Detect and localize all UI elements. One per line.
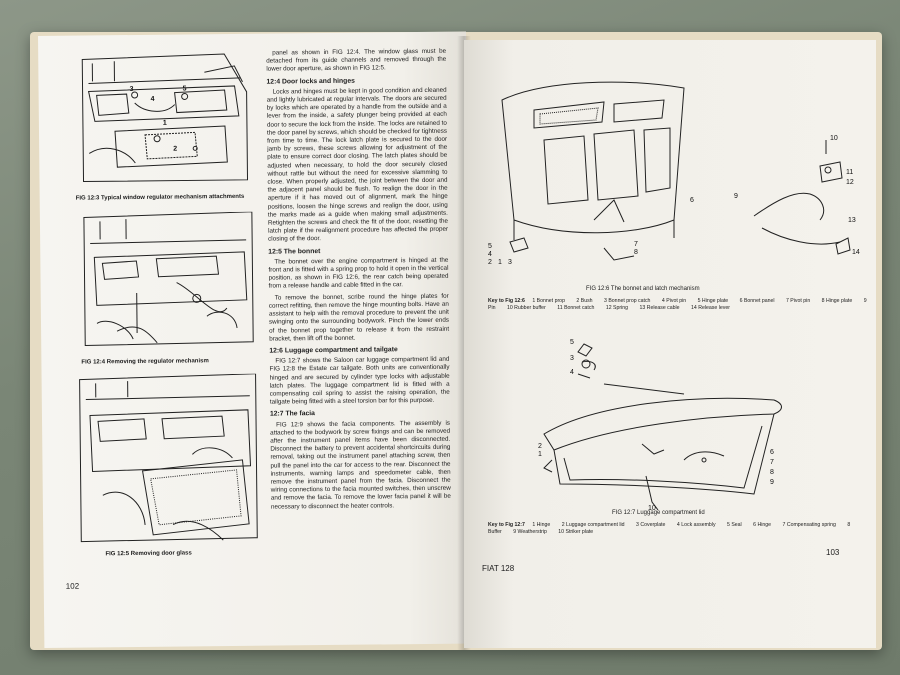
key-item: 5 Seal [727,522,742,528]
key-item: 10 Striker plate [558,529,594,535]
fig12-7-label: 6 [770,449,774,456]
fig12-6-label: 4 [488,251,492,258]
fig12-6-label: 10 [830,135,838,142]
key-item: 13 Release cable [639,305,680,311]
paragraph: FIG 12:9 shows the facia components. The… [270,419,451,511]
page-footer: FIAT 128 [482,564,515,573]
paragraph: FIG 12:7 shows the Saloon car luggage co… [269,355,450,406]
fig-12-4-caption: FIG 12:4 Removing the regulator mechanis… [81,358,209,366]
fig-12-7-illustration: 5 3 4 2 1 6 7 8 9 10 [538,339,782,512]
page-number-right: 103 [826,548,840,557]
key-item: 2 Luggage compartment lid [561,522,625,528]
fig12-3-label: 5 [183,85,187,92]
fig12-6-label: 14 [852,249,860,256]
key-item: 14 Release lever [691,305,730,311]
key-item: 8 Hinge plate [821,298,853,304]
paragraph: panel as shown in FIG 12:4. The window g… [266,47,447,74]
page-number-left: 102 [65,581,80,591]
fig12-3-label: 2 [173,146,177,153]
key-item: 5 Hinge plate [697,298,729,304]
fig12-7-label: 7 [770,459,774,466]
fig12-6-label: 8 [634,249,638,256]
key-item: 2 Bush [576,298,593,304]
fig-12-6-caption: FIG 12:6 The bonnet and latch mechanism [586,286,700,292]
fig12-7-label: 10 [648,505,656,512]
right-page: 6 7 8 5 4 2 1 3 9 10 11 12 13 14 FIG 12:… [464,40,876,648]
paragraph: Locks and hinges must be kept in good co… [266,86,449,244]
key-item: 9 Weatherstrip [513,529,547,535]
fig-12-6-illustration: 6 7 8 5 4 2 1 3 9 10 11 12 13 14 [488,81,860,266]
key-item: 4 Pivot pin [661,298,687,304]
fig-12-7-key: Key to Fig 12:7 1 Hinge 2 Luggage compar… [488,522,868,536]
fig12-7-label: 9 [770,479,774,486]
key-item: 3 Coverplate [636,522,666,528]
fig12-6-label: 2 [488,259,492,266]
key-title: Key to Fig 12:7 [488,522,525,528]
section-heading: 12:5 The bonnet [268,247,321,256]
section-heading: 12:4 Door locks and hinges [266,77,355,86]
fig-12-3-illustration: 3 5 4 1 2 [81,53,249,183]
fig-12-5-illustration [79,373,258,543]
key-item: 11 Bonnet catch [557,305,595,311]
fig-12-6-key: Key to Fig 12:6 1 Bonnet prop 2 Bush 3 B… [488,298,868,312]
key-item: 12 Spring [605,305,629,311]
fig-12-4-illustration [83,211,254,347]
text-block: 12:5 The bonnet The bonnet over the engi… [268,246,449,343]
fig12-7-label: 5 [570,339,574,346]
fig12-6-label: 6 [690,197,694,204]
section-heading: 12:6 Luggage compartment and tailgate [269,346,398,355]
fig12-6-label: 3 [508,259,512,266]
text-block: 12:6 Luggage compartment and tailgate FI… [269,346,450,407]
fig12-6-label: 9 [734,193,738,200]
paragraph: The bonnet over the engine compartment i… [268,256,449,291]
text-block: 12:4 Door locks and hinges Locks and hin… [266,76,448,244]
fig12-7-label: 8 [770,469,774,476]
key-item: 9 Pin [488,298,867,311]
text-block: panel as shown in FIG 12:4. The window g… [266,48,446,74]
fig-12-5-caption: FIG 12:5 Removing door glass [105,550,192,558]
key-item: 3 Bonnet prop catch [604,298,651,304]
fig-12-7-caption: FIG 12:7 Luggage compartment lid [612,510,705,516]
key-item: 1 Bonnet prop [532,298,565,304]
key-title: Key to Fig 12:6 [488,298,525,304]
key-item: 1 Hinge [532,522,551,528]
left-page: 3 5 4 1 2 FIG 12:3 Typical window regula… [38,31,473,648]
key-item: 6 Hinge [753,522,772,528]
left-text-column: panel as shown in FIG 12:4. The window g… [266,48,451,515]
paragraph: To remove the bonnet, scribe round the h… [268,292,450,343]
text-block: 12:7 The facia FIG 12:9 shows the facia … [270,409,451,511]
fig12-3-label: 1 [163,120,167,127]
fig12-7-label: 3 [570,355,574,362]
key-item: 7 Pivot pin [785,298,811,304]
key-item: 6 Bonnet panel [739,298,775,304]
fig-12-3-caption: FIG 12:3 Typical window regulator mechan… [75,193,245,202]
key-item: 4 Lock assembly [676,522,716,528]
key-item: 10 Rubber buffer [506,305,546,311]
fig12-6-label: 1 [498,259,502,266]
fig12-3-label: 3 [130,86,134,93]
section-heading: 12:7 The facia [269,410,315,418]
fig12-7-label: 2 [538,443,542,450]
fig12-6-label: 7 [634,241,638,248]
fig12-3-label: 4 [151,96,155,103]
fig12-7-label: 4 [570,369,574,376]
fig12-6-label: 12 [846,179,854,186]
key-item: 7 Compensating spring [782,522,836,528]
fig12-7-label: 1 [538,451,542,458]
key-item: 8 Buffer [488,522,851,535]
fig12-6-label: 11 [846,169,853,176]
fig12-6-label: 5 [488,243,492,250]
fig12-6-label: 13 [848,217,856,224]
